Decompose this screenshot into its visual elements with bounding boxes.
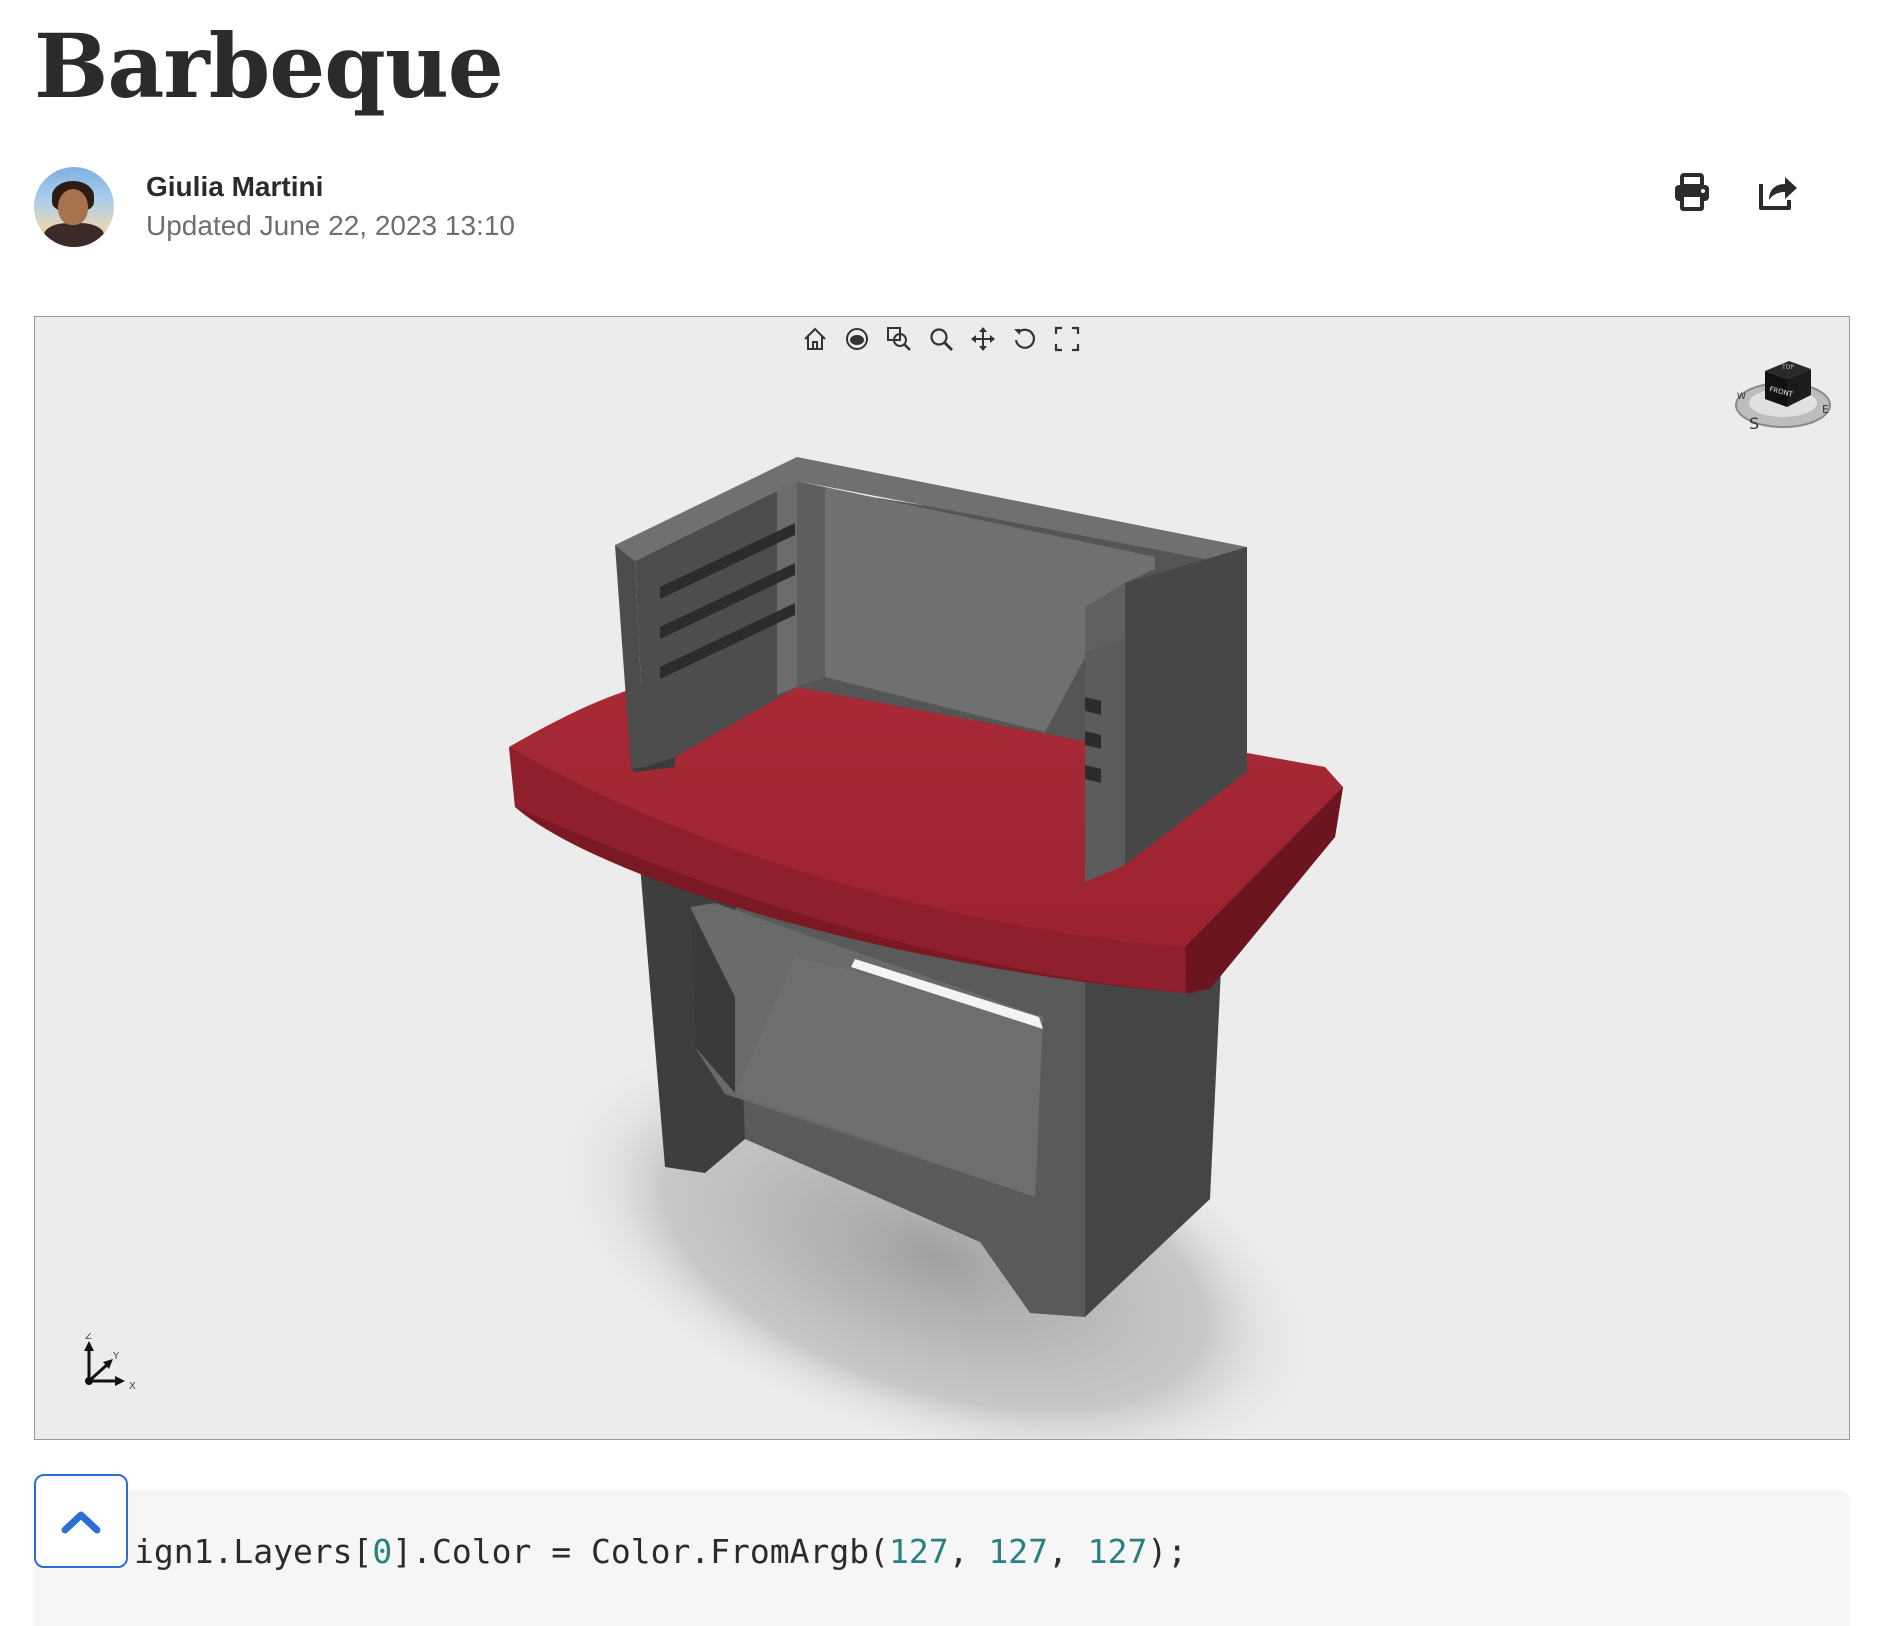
avatar[interactable] — [34, 167, 114, 247]
nav-cube-top-label: TOP — [1781, 364, 1794, 371]
axis-y-label: Y — [112, 1351, 120, 1362]
code-block: ign1.Layers[0].Color = Color.FromArgb(12… — [34, 1490, 1850, 1626]
axis-x-label: X — [129, 1381, 136, 1392]
chevron-up-icon — [61, 1511, 101, 1534]
axis-triad: Z Y X — [75, 1331, 145, 1408]
compass-south-label: S — [1749, 414, 1759, 433]
page-title: Barbeque — [34, 14, 504, 118]
3d-viewer[interactable]: FRONT TOP S E W Z Y X — [34, 316, 1850, 1440]
zoom-window-icon[interactable] — [883, 323, 915, 355]
code-prefix: ign1.Layers[ — [134, 1532, 373, 1571]
compass-west-label: W — [1737, 392, 1746, 402]
pan-icon[interactable] — [967, 323, 999, 355]
code-separator: , — [948, 1532, 989, 1571]
code-blue-value: 127 — [1087, 1532, 1148, 1571]
scroll-to-top-button[interactable] — [34, 1474, 128, 1568]
print-icon[interactable] — [1670, 170, 1714, 214]
axis-z-label: Z — [85, 1333, 92, 1342]
article-actions — [1670, 170, 1800, 214]
author-name[interactable]: Giulia Martini — [146, 171, 324, 202]
fullscreen-icon[interactable] — [1051, 323, 1083, 355]
code-green-value: 127 — [988, 1532, 1048, 1571]
home-icon[interactable] — [799, 323, 831, 355]
barbecue-model[interactable] — [35, 317, 1850, 1440]
code-red-value: 127 — [889, 1532, 949, 1571]
compass-east-label: E — [1822, 403, 1829, 416]
rotate-icon[interactable] — [1009, 323, 1041, 355]
code-middle: ].Color = Color.FromArgb( — [392, 1532, 889, 1571]
share-icon[interactable] — [1756, 170, 1800, 214]
code-line: ign1.Layers[0].Color = Color.FromArgb(12… — [134, 1532, 1187, 1571]
view-mode-icon[interactable] — [841, 323, 873, 355]
navigation-cube[interactable]: FRONT TOP S E W — [1731, 353, 1835, 442]
viewer-toolbar — [799, 323, 1083, 355]
updated-date: Updated June 22, 2023 13:10 — [146, 210, 515, 241]
author-meta: Giulia Martini Updated June 22, 2023 13:… — [146, 168, 515, 246]
zoom-icon[interactable] — [925, 323, 957, 355]
code-layer-index: 0 — [372, 1532, 393, 1571]
code-suffix: ); — [1147, 1532, 1188, 1571]
author-info: Giulia Martini Updated June 22, 2023 13:… — [34, 166, 515, 248]
code-separator: , — [1047, 1532, 1088, 1571]
